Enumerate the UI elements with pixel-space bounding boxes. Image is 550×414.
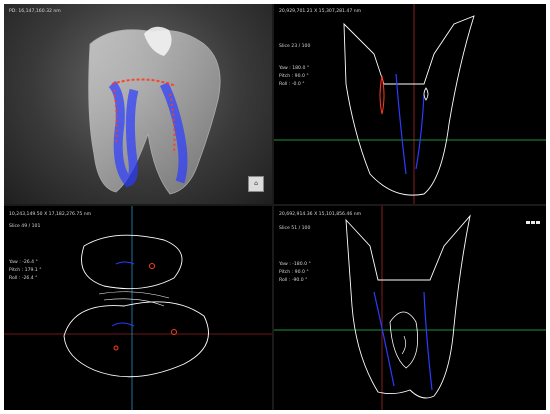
coords-readout: 20,692,914.36 X 15,101,856.46 nm: [279, 212, 362, 217]
coords-readout: 10,243,149.50 X 17,182,276.75 nm: [9, 212, 92, 217]
viewport-axial[interactable]: 10,243,149.50 X 17,182,276.75 nm Slice 4…: [4, 206, 272, 410]
pitch-readout: Pitch : 90.0 °: [279, 74, 309, 79]
viewport-sagittal[interactable]: 20,929,701.21 X 15,307,281.47 nm Slice 2…: [274, 4, 546, 204]
pd-readout: PD: 16,147,160.32 nm: [9, 9, 61, 14]
layout-toggle-icon[interactable]: [526, 209, 542, 224]
viewport-coronal[interactable]: 20,692,914.36 X 15,101,856.46 nm Slice 5…: [274, 206, 546, 410]
sagittal-slice-drawing: [274, 4, 546, 204]
roll-readout: Roll : -90.0 °: [279, 278, 308, 283]
slice-readout: Slice 49 / 101: [9, 224, 41, 229]
coords-readout: 20,929,701.21 X 15,307,281.47 nm: [279, 9, 362, 14]
yaw-readout: Yaw : 180.0 °: [279, 66, 310, 71]
dicom-viewer: PD: 16,147,160.32 nm ⌂: [4, 4, 546, 410]
roll-readout: Roll : -0.0 °: [279, 82, 305, 87]
yaw-readout: Yaw : -180.0 °: [279, 262, 311, 267]
slice-readout: Slice 51 / 100: [279, 226, 311, 231]
orientation-cube-icon[interactable]: ⌂: [248, 176, 264, 192]
tooth-3d-render: [88, 26, 221, 195]
pitch-readout: Pitch : 179.1 °: [9, 268, 42, 273]
vertical-divider[interactable]: [272, 4, 274, 410]
roll-readout: Roll : -26.4 °: [9, 276, 38, 281]
slice-readout: Slice 23 / 100: [279, 44, 311, 49]
horizontal-divider[interactable]: [4, 204, 546, 206]
coronal-slice-drawing: [274, 206, 546, 410]
pitch-readout: Pitch : 90.0 °: [279, 270, 309, 275]
yaw-readout: Yaw : -26.4 °: [9, 260, 38, 265]
viewport-3d[interactable]: PD: 16,147,160.32 nm ⌂: [4, 4, 272, 204]
axial-slice-drawing: [4, 206, 272, 410]
